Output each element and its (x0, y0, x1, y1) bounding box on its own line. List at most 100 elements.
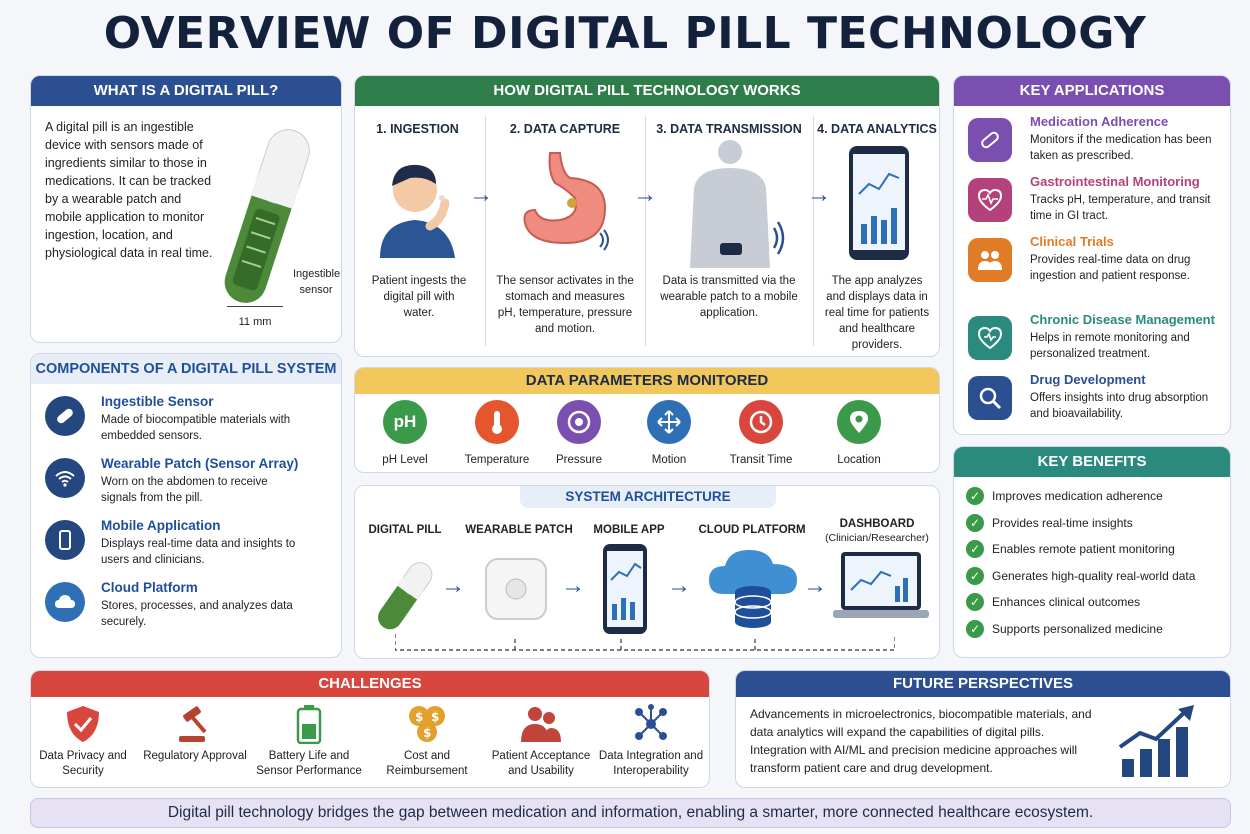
arch-pill-icon (378, 562, 433, 630)
challenge-label-0: Data Privacy and Security (39, 750, 127, 777)
benefits-card: KEY BENEFITS ✓Improves medication adhere… (953, 446, 1231, 658)
cloud-icon (45, 582, 85, 622)
magnifier-icon (968, 376, 1012, 420)
benefit-item-3: Generates high-quality real-world data (992, 568, 1196, 583)
pressure-gauge-icon (557, 400, 601, 444)
component-title-1: Wearable Patch (Sensor Array) (101, 456, 299, 471)
page-title: OVERVIEW OF DIGITAL PILL TECHNOLOGY (103, 8, 1147, 59)
what-is-text: A digital pill is an ingestible device w… (45, 120, 213, 260)
what-is-card: WHAT IS A DIGITAL PILL? A digital pill i… (30, 75, 342, 343)
step-title-1: 2. DATA CAPTURE (509, 122, 621, 136)
people-icon (968, 238, 1012, 282)
app-desc-3: Helps in remote monitoring and personali… (1030, 332, 1190, 360)
step-desc-2: Data is transmitted via the wearable pat… (660, 275, 798, 319)
future-heading: FUTURE PERSPECTIVES (736, 671, 1230, 697)
arch-phone-icon (603, 544, 647, 634)
arch-node-label-1: WEARABLE PATCH (465, 524, 573, 536)
phone-icon (45, 520, 85, 560)
apps-heading: KEY APPLICATIONS (954, 76, 1230, 106)
param-label-2: Pressure (555, 454, 603, 466)
ph-symbol: pH (393, 412, 417, 431)
app-title-2: Clinical Trials (1030, 234, 1114, 249)
step-desc-1: The sensor activates in the stomach and … (496, 275, 634, 335)
heart-monitor-icon (968, 316, 1012, 360)
challenge-label-4: Patient Acceptance and Usability (491, 750, 591, 777)
location-pin-icon (837, 400, 881, 444)
step-arrow-icon: → (633, 181, 657, 208)
future-text: Advancements in microelectronics, biocom… (750, 707, 1092, 775)
step-title-3: 4. DATA ANALYTICS (817, 122, 937, 136)
capsule-icon (45, 396, 85, 436)
app-desc-4: Offers insights into drug absorption and… (1030, 392, 1209, 420)
param-label-3: Motion (651, 454, 687, 466)
clock-icon (739, 400, 783, 444)
benefit-item-2: Enables remote patient monitoring (992, 542, 1175, 556)
patient-ingesting-icon (380, 164, 455, 258)
benefit-item-1: Provides real-time insights (992, 515, 1133, 530)
arch-heading: SYSTEM ARCHITECTURE (520, 486, 776, 508)
pill-icon (968, 118, 1012, 162)
check-icon: ✓ (966, 566, 984, 585)
component-desc-2: Displays real-time data and insights to … (101, 538, 296, 566)
param-label-4: Transit Time (729, 454, 793, 466)
params-heading: DATA PARAMETERS MONITORED (355, 368, 939, 394)
param-label-5: Location (837, 454, 881, 466)
app-desc-2: Provides real-time data on drug ingestio… (1030, 254, 1191, 282)
arch-node-label-3: CLOUD PLATFORM (698, 524, 806, 536)
wifi-icon (45, 458, 85, 498)
challenge-label-1: Regulatory Approval (143, 750, 247, 762)
challenge-label-2: Battery Life and Sensor Performance (256, 750, 362, 777)
arch-arrow-icon: → (441, 572, 465, 599)
challenge-label-3: Cost and Reimbursement (386, 750, 468, 777)
analytics-phone-icon (849, 146, 909, 260)
footer-text: Digital pill technology bridges the gap … (167, 804, 1094, 821)
sensor-label: Ingestible sensor (293, 268, 341, 296)
size-label: 11 mm (238, 316, 272, 328)
footer-banner: Digital pill technology bridges the gap … (30, 798, 1231, 828)
svg-text:$: $ (415, 710, 423, 724)
coins-icon: $$$ (405, 703, 449, 745)
app-title-4: Drug Development (1030, 372, 1146, 387)
component-desc-0: Made of biocompatible materials with emb… (101, 414, 291, 442)
gavel-icon (173, 703, 217, 745)
benefit-item-0: Improves medication adherence (992, 489, 1163, 503)
component-desc-1: Worn on the abdomen to receive signals f… (101, 476, 268, 504)
users-icon (519, 703, 563, 745)
step-desc-0: Patient ingests the digital pill with wa… (371, 275, 467, 319)
components-heading: COMPONENTS OF A DIGITAL PILL SYSTEM (31, 354, 341, 384)
architecture-card: SYSTEM ARCHITECTURE DIGITAL PILL WEARABL… (354, 485, 940, 659)
component-title-0: Ingestible Sensor (101, 394, 214, 409)
step-desc-3: The app analyzes and displays data in re… (824, 275, 930, 351)
digital-pill-icon (224, 129, 310, 303)
app-desc-1: Tracks pH, temperature, and transit time… (1030, 194, 1211, 222)
challenges-heading: CHALLENGES (31, 671, 709, 697)
arch-node-label-0: DIGITAL PILL (368, 524, 442, 536)
arch-dashboard-sub: (Clinician/Researcher) (825, 532, 929, 544)
arch-arrow-icon: → (561, 572, 585, 599)
arch-arrow-icon: → (803, 572, 827, 599)
arch-node-label-4: DASHBOARD (839, 518, 915, 530)
battery-icon (287, 703, 331, 745)
arch-arrow-icon: → (667, 572, 691, 599)
shield-icon (61, 703, 105, 745)
how-it-works-card: HOW DIGITAL PILL TECHNOLOGY WORKS 1. ING… (354, 75, 940, 357)
future-card: FUTURE PERSPECTIVES Advancements in micr… (735, 670, 1231, 788)
motion-arrows-icon (647, 400, 691, 444)
arch-node-label-2: MOBILE APP (593, 524, 665, 536)
arch-patch-icon (485, 558, 547, 620)
benefit-item-4: Enhances clinical outcomes (992, 595, 1141, 609)
network-icon (629, 703, 673, 745)
svg-text:$: $ (431, 710, 439, 724)
arch-laptop-icon (833, 552, 929, 618)
param-label-1: Temperature (464, 454, 530, 466)
stomach-icon (523, 152, 609, 251)
component-desc-3: Stores, processes, and analyzes data sec… (101, 600, 293, 628)
check-icon: ✓ (966, 540, 984, 558)
component-title-2: Mobile Application (101, 518, 221, 533)
step-title-0: 1. INGESTION (376, 122, 459, 136)
app-desc-0: Monitors if the medication has been take… (1030, 134, 1212, 162)
arch-cloud-icon (709, 550, 797, 628)
check-icon: ✓ (966, 619, 984, 638)
